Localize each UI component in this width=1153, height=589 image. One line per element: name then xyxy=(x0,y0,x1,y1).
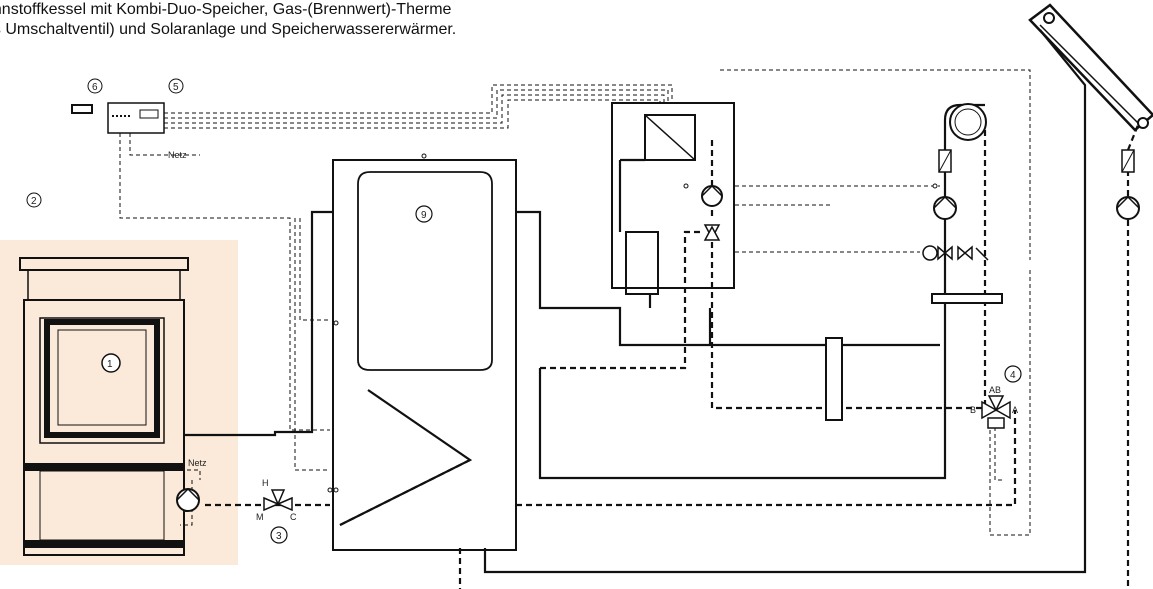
mixing-valve-heating xyxy=(922,245,989,261)
gas-boiler xyxy=(611,102,735,295)
solar-collector xyxy=(1028,3,1153,132)
diagram-caption: ennstoffkessel mit Kombi-Duo-Speicher, G… xyxy=(0,0,684,40)
sensor-dot-gas-2 xyxy=(932,183,938,189)
boiler-circuit-pump xyxy=(176,487,200,512)
component-number-9: 9 xyxy=(421,210,427,221)
component-marker-3 xyxy=(270,526,288,544)
netz-label-boiler: Netz xyxy=(188,458,207,468)
valve-label-ab: AB xyxy=(989,385,1001,395)
tank-sensor-mid xyxy=(333,320,339,326)
component-number-2: 2 xyxy=(31,196,37,207)
boiler-pump xyxy=(701,184,723,207)
tank-sensor-top xyxy=(421,153,427,159)
component-number-3: 3 xyxy=(276,531,282,542)
solid-pipes xyxy=(184,29,1087,574)
component-marker-5 xyxy=(168,78,184,94)
valve-label-c: C xyxy=(290,512,297,522)
component-number-1: 1 xyxy=(107,359,113,370)
component-number-4: 4 xyxy=(1010,370,1016,381)
component-marker-2 xyxy=(26,192,42,208)
dashed-pipes xyxy=(205,119,1142,589)
switching-valve-4 xyxy=(981,395,1011,429)
sensor-dot-tank-low xyxy=(327,487,333,493)
hydraulic-separator xyxy=(825,337,843,421)
component-number-5: 5 xyxy=(173,82,179,93)
valve-label-b: B xyxy=(970,405,976,415)
solid-fuel-boiler xyxy=(19,257,189,556)
boiler-three-way-valve xyxy=(703,224,721,241)
sensor-dot-gas-1 xyxy=(683,183,689,189)
component-marker-1 xyxy=(101,353,121,373)
boiler-background xyxy=(0,240,238,565)
controller-display xyxy=(139,109,159,119)
control-wiring xyxy=(119,69,1031,536)
component-marker-6 xyxy=(87,78,103,94)
three-way-valve-3 xyxy=(263,489,293,512)
netz-label-top: Netz xyxy=(168,150,187,160)
tank-sensor-low xyxy=(333,487,339,493)
valve-label-m: M xyxy=(256,512,264,522)
caption-line-1: ennstoffkessel mit Kombi-Duo-Speicher, G… xyxy=(0,1,452,18)
valve-label-h: H xyxy=(262,478,269,488)
heating-pump xyxy=(933,195,957,220)
room-sensor xyxy=(71,104,93,114)
valve-label-a: A xyxy=(1012,405,1018,415)
caption-line-2: es Umschaltventil) und Solaranlage und S… xyxy=(0,21,457,38)
solar-pump xyxy=(1116,195,1140,220)
distributor-bar xyxy=(931,293,1003,304)
expansion-vessel-inner xyxy=(954,108,982,136)
component-marker-9 xyxy=(415,205,433,223)
component-marker-4 xyxy=(1004,365,1022,383)
component-number-6: 6 xyxy=(92,82,98,93)
